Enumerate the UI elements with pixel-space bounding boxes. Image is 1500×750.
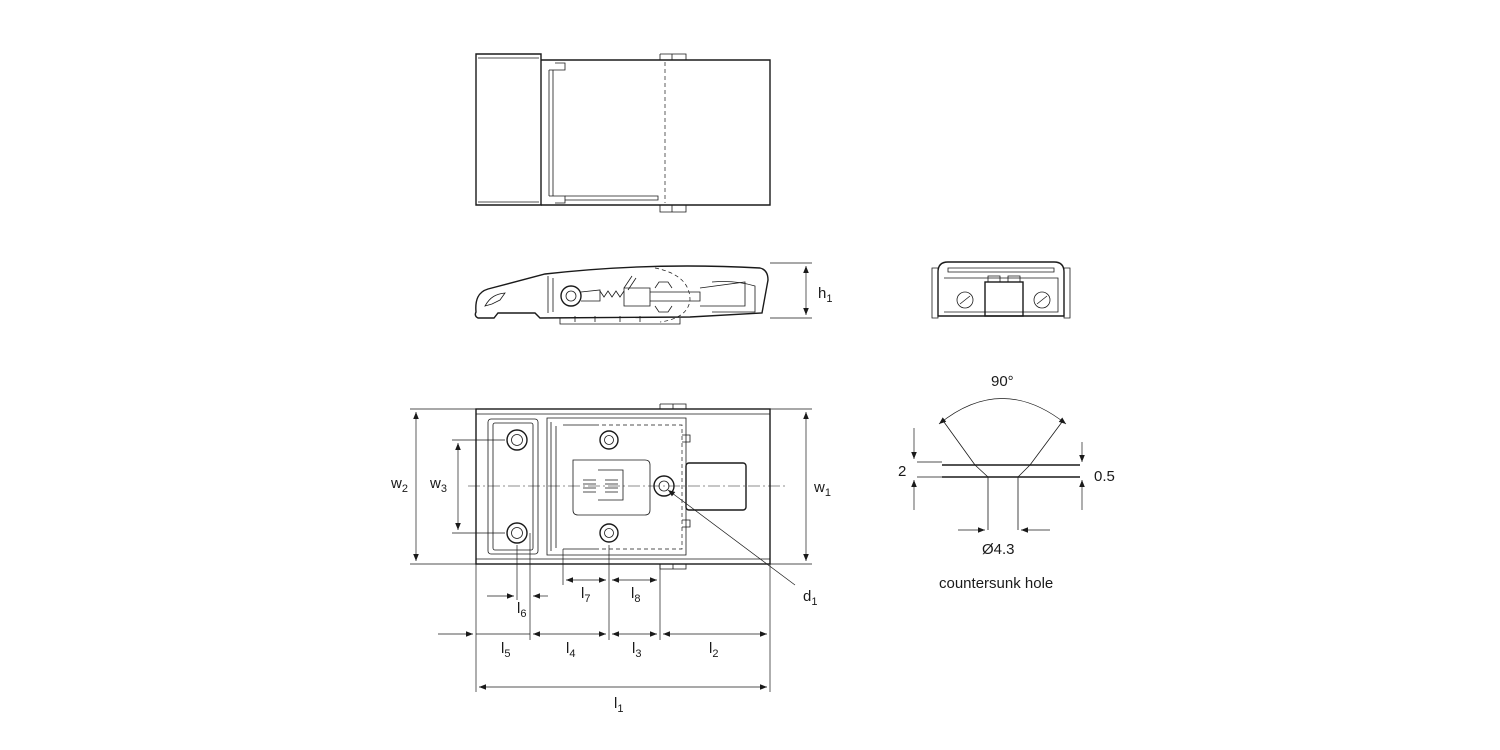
dim-w2-label: w2 [390, 475, 408, 495]
hole-diameter-label: Ø4.3 [982, 541, 1015, 558]
dim-l3-label: l3 [632, 640, 641, 660]
end-view [931, 261, 1071, 319]
dim-h1-label: h1 [818, 285, 832, 305]
dim-w3-label: w3 [429, 475, 447, 495]
dim-l1-label: l1 [614, 695, 623, 715]
dim-l4-label: l4 [566, 640, 575, 660]
dim-l6-label: l6 [517, 600, 526, 620]
dim-w1-label: w1 [813, 479, 831, 499]
dim-l5-label: l5 [501, 640, 510, 660]
plate-thickness-label: 0.5 [1094, 468, 1115, 485]
countersink-depth-label: 2 [898, 463, 906, 480]
side-view [474, 262, 812, 325]
dim-d1-label: d1 [803, 588, 817, 608]
dim-l7-label: l7 [581, 585, 590, 605]
countersink-angle-label: 90° [991, 373, 1014, 390]
dim-l8-label: l8 [631, 585, 640, 605]
dim-l2-label: l2 [709, 640, 718, 660]
countersunk-caption: countersunk hole [939, 575, 1053, 592]
top-view [475, 53, 771, 213]
countersunk-detail [911, 398, 1085, 533]
plan-view [410, 403, 812, 692]
